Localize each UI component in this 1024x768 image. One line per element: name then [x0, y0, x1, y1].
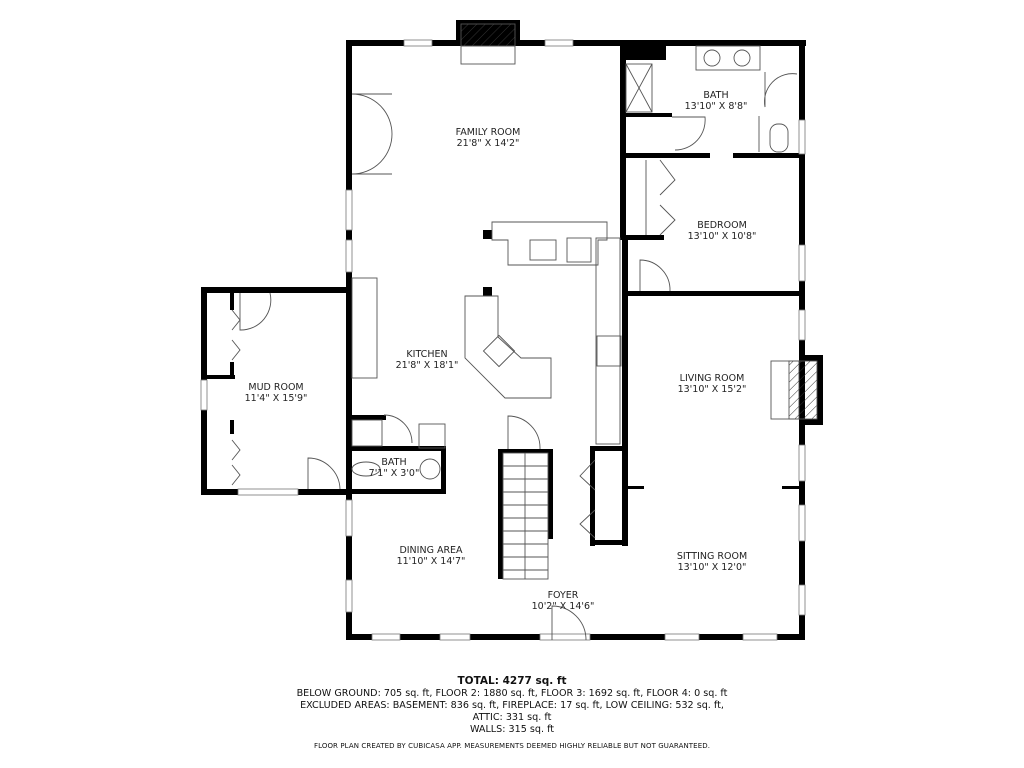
room-dims-living-room: 13'10" X 15'2" [678, 384, 747, 395]
room-name-family-room: FAMILY ROOM [456, 127, 521, 138]
disclaimer: FLOOR PLAN CREATED BY CUBICASA APP. MEAS… [313, 742, 711, 750]
room-name-mud-room: MUD ROOM [248, 382, 303, 393]
floor-plan: FAMILY ROOM 21'8" X 14'2" BATH 13'10" X … [200, 20, 823, 641]
room-dims-family-room: 21'8" X 14'2" [457, 138, 520, 149]
room-dims-bedroom: 13'10" X 10'8" [688, 231, 757, 242]
excluded-areas: EXCLUDED AREAS: BASEMENT: 836 sq. ft, FI… [300, 700, 724, 711]
windows [200, 39, 806, 641]
room-dims-sitting-room: 13'10" X 12'0" [678, 562, 747, 573]
room-name-sitting-room: SITTING ROOM [677, 551, 747, 562]
room-dims-kitchen: 21'8" X 18'1" [396, 360, 459, 371]
room-dims-mud-room: 11'4" X 15'9" [245, 393, 308, 404]
room-name-living-room: LIVING ROOM [680, 373, 745, 384]
room-name-dining-area: DINING AREA [399, 545, 463, 556]
room-name-foyer: FOYER [548, 590, 579, 601]
floor-areas: BELOW GROUND: 705 sq. ft, FLOOR 2: 1880 … [296, 688, 728, 699]
attic-area: ATTIC: 331 sq. ft [472, 712, 552, 723]
room-dims-dining-area: 11'10" X 14'7" [397, 556, 466, 567]
walls-area: WALLS: 315 sq. ft [469, 724, 555, 735]
total-area: TOTAL: 4277 sq. ft [457, 675, 567, 687]
fixtures [231, 23, 818, 641]
room-name-bath-upper: BATH [703, 90, 728, 101]
room-labels: FAMILY ROOM 21'8" X 14'2" BATH 13'10" X … [245, 90, 757, 612]
room-dims-bath-upper: 13'10" X 8'8" [685, 101, 748, 112]
room-dims-foyer: 10'2" X 14'6" [532, 601, 595, 612]
room-name-kitchen: KITCHEN [406, 349, 447, 360]
walls [201, 20, 823, 640]
room-dims-bath-half: 7'1" X 3'0" [369, 468, 420, 479]
room-name-bedroom: BEDROOM [697, 220, 747, 231]
room-name-bath-half: BATH [381, 457, 406, 468]
